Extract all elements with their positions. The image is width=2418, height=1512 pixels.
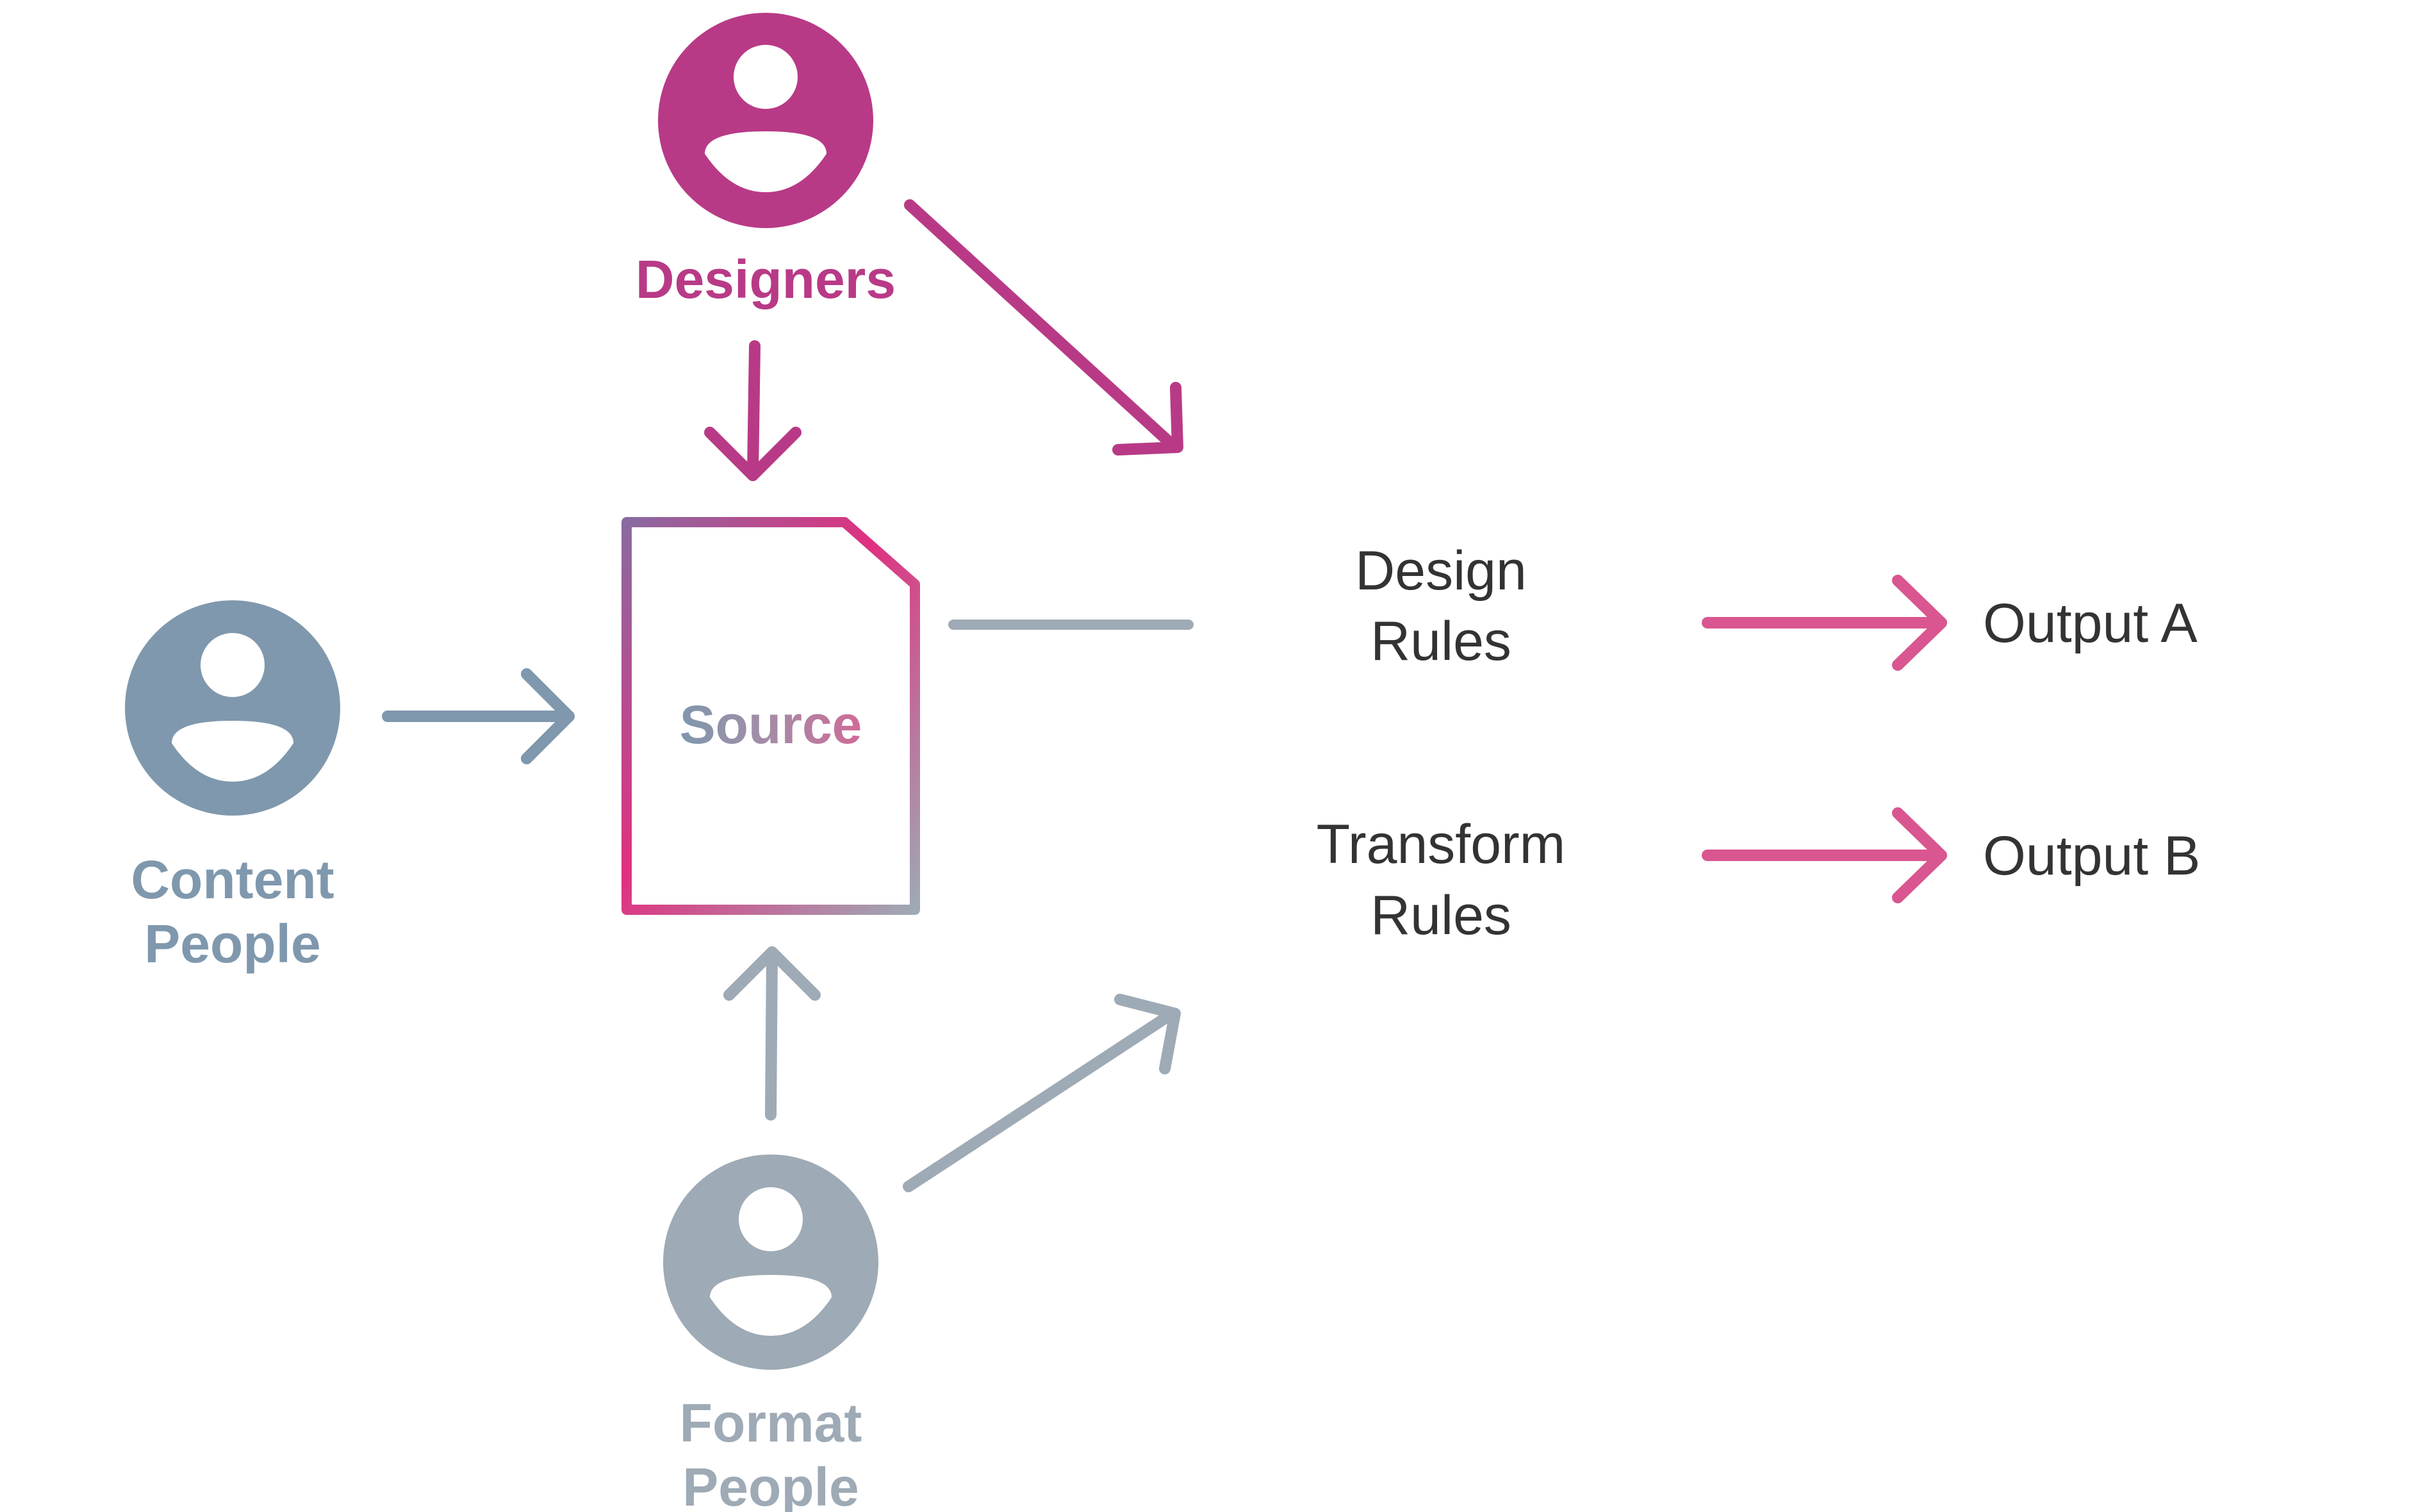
source-label: Source: [680, 694, 862, 755]
output-b-label: Output B: [1983, 825, 2200, 887]
designers-icon: [658, 13, 873, 228]
designers-label: Designers: [636, 249, 896, 309]
source-document: Source: [621, 517, 920, 915]
format-to-transform-rules-arrow: [903, 994, 1181, 1192]
transform-rules-to-output-b-arrow: [1702, 807, 1947, 903]
content-to-source-arrow: [382, 668, 575, 764]
content-people-icon: [125, 600, 340, 816]
content-people-node: Content People: [125, 600, 340, 974]
designers-to-source-arrow: [704, 340, 802, 481]
designers-to-design-rules-arrow: [904, 199, 1183, 456]
transform-rules-label-line1: Transform: [1317, 814, 1566, 875]
design-rules-box: Design Rules: [1217, 487, 1665, 729]
designers-node: Designers: [636, 13, 896, 309]
content-people-label-line2: People: [144, 914, 320, 974]
format-people-node: Format People: [663, 1155, 878, 1512]
design-rules-label-line1: Design: [1355, 540, 1527, 602]
design-rules-to-output-a-arrow: [1702, 575, 1947, 671]
content-people-label-line1: Content: [131, 850, 334, 910]
design-rules-label-line2: Rules: [1370, 611, 1511, 672]
output-a-label: Output A: [1983, 593, 2198, 654]
format-to-source-arrow: [723, 946, 821, 1121]
format-people-icon: [663, 1155, 878, 1370]
format-people-label-line1: Format: [680, 1393, 862, 1453]
format-people-label-line2: People: [682, 1457, 859, 1512]
transform-rules-label-line2: Rules: [1370, 885, 1511, 946]
transform-rules-box: Transform Rules: [1217, 759, 1665, 1001]
